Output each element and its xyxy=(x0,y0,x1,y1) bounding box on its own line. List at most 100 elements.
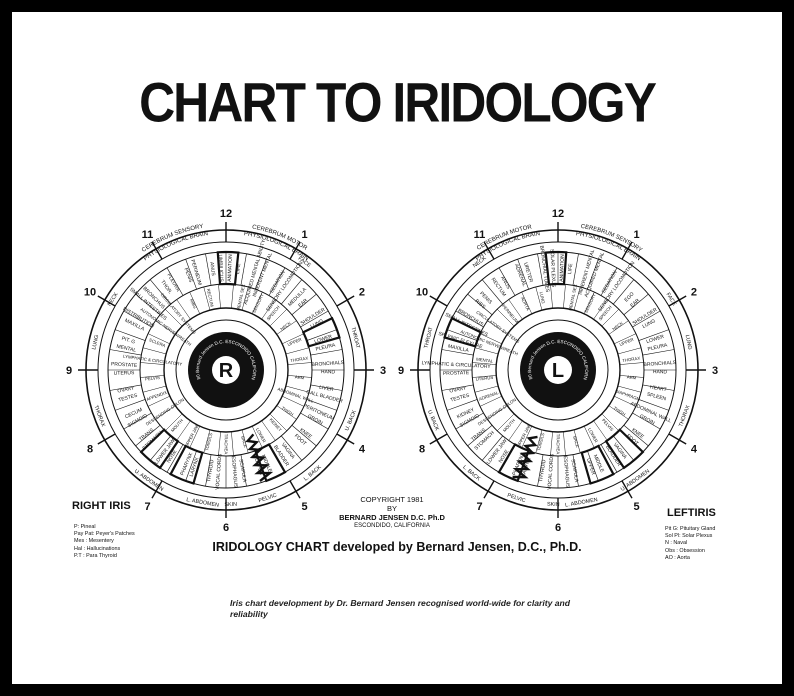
sector-divider xyxy=(109,384,142,391)
sector-divider xyxy=(535,286,543,311)
sector-divider xyxy=(623,293,649,315)
zone-outer-label: PELVIC xyxy=(506,493,526,505)
zone-label: BRONCHIALS xyxy=(643,360,677,368)
sector-divider xyxy=(521,426,533,449)
copyright-line: COPYRIGHT 1981 xyxy=(360,495,424,504)
legend-item: Sol Pl: Solar Plexus xyxy=(665,533,713,540)
clock-number: 10 xyxy=(416,287,428,299)
zone-label: UPPER xyxy=(619,337,635,347)
sector-divider xyxy=(310,349,343,356)
sector-divider xyxy=(231,284,234,309)
zone-label: TESTES xyxy=(450,392,471,403)
zone-label: THIGH xyxy=(281,405,295,417)
copyright-author: BERNARD JENSEN D.C. Ph.D xyxy=(339,513,445,522)
zone-outer-label: SKIN xyxy=(224,502,237,508)
zone-label: UMBILICUS xyxy=(217,254,224,282)
clock-number: 4 xyxy=(691,444,698,456)
sector-divider xyxy=(619,375,644,378)
sector-divider xyxy=(537,454,544,487)
clock-number: 6 xyxy=(555,522,561,534)
clock-number: 6 xyxy=(223,522,229,534)
legend-item: Hal : Hallucinations xyxy=(74,545,121,552)
sector-divider xyxy=(300,310,329,328)
zone-label: ADRENAL xyxy=(478,390,499,402)
pupil-letter: R xyxy=(219,360,234,382)
sector-divider xyxy=(563,431,566,456)
sector-divider xyxy=(261,299,276,320)
zone-label: URETER xyxy=(522,262,534,284)
zone-label: PELVIS xyxy=(145,375,160,382)
zone-label: SOLAR PLEXUS xyxy=(549,249,557,288)
zone-label: BACK xyxy=(572,435,580,448)
clock-tick xyxy=(483,480,495,499)
iris-ring xyxy=(175,319,277,421)
sector-divider xyxy=(276,320,297,335)
zone-label: ARM xyxy=(295,374,305,380)
sector-divider xyxy=(310,384,343,391)
sector-divider xyxy=(521,291,533,314)
sector-divider xyxy=(441,384,474,391)
sector-divider xyxy=(166,444,184,473)
copyright-block: COPYRIGHT 1981 BY BERNARD JENSEN D.C. Ph… xyxy=(312,495,472,531)
clock-tick xyxy=(151,241,163,260)
sector-divider xyxy=(467,425,493,447)
organ-zone-outline xyxy=(139,428,180,470)
sector-divider xyxy=(537,253,544,286)
clock-number: 5 xyxy=(301,501,307,513)
sector-divider xyxy=(189,291,201,314)
zone-outer-label: L. ABDOMEN xyxy=(565,497,599,509)
sector-divider xyxy=(251,291,263,314)
sector-divider xyxy=(241,429,249,454)
clock-tick xyxy=(336,433,355,445)
zone-label: ESOPHAGUS xyxy=(562,456,571,489)
sector-divider xyxy=(155,405,176,420)
clock-number: 1 xyxy=(633,229,639,241)
sector-divider xyxy=(203,286,211,311)
zone-label: PERINEUM xyxy=(501,303,520,324)
sector-divider xyxy=(573,286,581,311)
sector-divider xyxy=(261,420,276,441)
chart-title: CHART TO IRIDOLOGY xyxy=(139,71,657,134)
zone-label: SPLEEN xyxy=(646,391,667,402)
clock-number: 8 xyxy=(87,444,93,456)
zone-outer-label: LUNG xyxy=(684,334,693,350)
clock-number: 12 xyxy=(220,208,232,220)
sector-divider xyxy=(614,333,637,345)
sector-divider xyxy=(642,384,675,391)
sector-divider xyxy=(140,375,165,378)
iris-ring xyxy=(507,319,609,421)
sector-divider xyxy=(572,253,579,286)
sector-divider xyxy=(474,385,499,393)
sector-divider xyxy=(608,320,629,335)
sector-divider xyxy=(115,329,146,341)
zone-label: ARM xyxy=(627,374,637,380)
sector-divider xyxy=(474,347,499,355)
legend-item: AO : Aorta xyxy=(665,554,690,561)
zone-label: LOWER xyxy=(314,334,334,345)
sector-divider xyxy=(632,412,661,430)
zone-label: MAXILLA xyxy=(447,343,470,354)
sector-divider xyxy=(587,450,599,481)
zone-label: SCAPULA xyxy=(237,459,247,484)
sector-divider xyxy=(147,333,170,345)
sector-divider xyxy=(123,412,152,430)
sector-divider xyxy=(240,454,247,487)
clock-tick xyxy=(289,241,301,260)
sector-divider xyxy=(269,413,287,431)
sector-divider xyxy=(189,426,201,449)
organ-zone-outline xyxy=(604,428,645,470)
sector-divider xyxy=(165,309,183,327)
sector-divider xyxy=(550,284,553,309)
sector-divider xyxy=(282,395,305,407)
chart-subtitle: IRIDOLOGY CHART developed by Bernard Jen… xyxy=(212,540,582,554)
sector-divider xyxy=(614,395,637,407)
sector-divider xyxy=(287,362,312,365)
clock-tick xyxy=(289,480,301,499)
legend-item: P.T : Para Thyroid xyxy=(74,552,117,559)
zone-label: MOUTH xyxy=(502,418,516,433)
zone-outer-label: SKIN xyxy=(547,502,560,508)
zone-label: TONSILS xyxy=(204,432,213,451)
zone-label: BACK xyxy=(240,435,248,448)
